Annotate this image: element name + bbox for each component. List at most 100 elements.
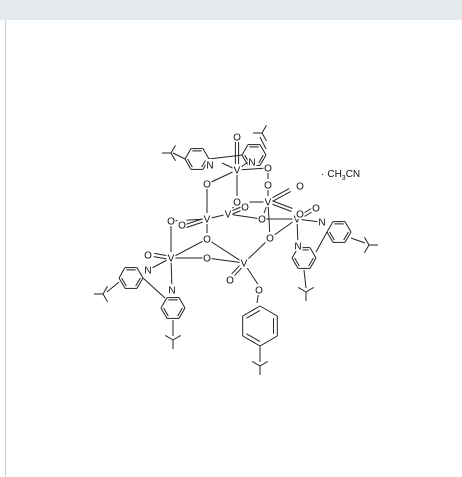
atom-label-bg [247, 156, 257, 167]
left-pyridine-upper-ring-inner [135, 277, 141, 287]
solvate-dot: · [321, 169, 324, 180]
cage-bond [170, 238, 208, 259]
tbutyl-bottom-left [172, 335, 182, 341]
solvate-cn: CN [346, 169, 360, 180]
vo-double-bond [271, 200, 293, 209]
left-pyridine-upper-ring [136, 277, 144, 289]
cyclohexane-ring [242, 335, 261, 347]
atom-label-bg [263, 196, 273, 207]
atom-label-bg [295, 180, 305, 191]
top-pyridine-right-ring [259, 144, 267, 156]
oxygen-bridge: O [266, 234, 274, 245]
cage-bond [206, 257, 245, 264]
right-pyridine-lower-ring [309, 257, 317, 269]
tbutyl-cyclohexane [251, 361, 261, 367]
atom-label-bg [166, 252, 176, 263]
oxo-terminal: O [312, 204, 320, 215]
oxygen-bridge: O [203, 180, 211, 191]
cyclohexane-ring-inner [246, 333, 261, 343]
oxo-terminal: O [296, 210, 304, 221]
tbutyl-lower-right [305, 287, 315, 293]
atom-label-bg [143, 249, 153, 260]
nitrogen-top-left: N [206, 161, 213, 172]
top-pyridine-left-ring [202, 148, 210, 160]
atom-label-bg [295, 208, 305, 219]
atom-label-bg [205, 159, 215, 170]
oxygen-bridge: O [203, 235, 211, 246]
atom-label-bg [293, 240, 303, 251]
oxo-terminal: O [296, 182, 304, 193]
tbutyl-left [102, 293, 108, 303]
left-pyridine-upper-ring [136, 267, 144, 279]
cage-bond [206, 238, 245, 264]
tbutyl-right [364, 236, 370, 246]
tbutyl-top-right [261, 132, 267, 142]
left-border [5, 20, 6, 477]
atom-label-bg [232, 164, 242, 175]
oxo-top: O [233, 133, 241, 144]
oxygen-bridge: O [264, 164, 272, 175]
nitrogen-left-upper: N [144, 266, 151, 277]
atom-label-bg [263, 162, 273, 173]
right-pyridine-lower-ring-inner [294, 257, 300, 267]
atom-label-bg [202, 213, 212, 224]
vanadium-center-left: V [204, 215, 211, 226]
top-pyridine-left-ring [184, 148, 192, 160]
cyclohexane-ring [259, 305, 278, 317]
vanadium-mid: V [265, 198, 272, 209]
left-pyridine-lower-ring [160, 307, 168, 319]
oxygen-bridge: O [258, 215, 266, 226]
atom-label-bg [257, 213, 267, 224]
left-pyridine-lower-ring [160, 297, 168, 309]
solvate-formula: ·CH3CN [321, 169, 360, 182]
tbutyl-right [364, 244, 370, 254]
atom-label-bg [202, 252, 212, 263]
cyclohexane-ring [242, 305, 261, 317]
atom-label-bg [240, 201, 250, 212]
oxo-terminal: O [226, 276, 234, 287]
oxygen-bridge: O [264, 181, 272, 192]
vanadium-top: V [234, 166, 241, 177]
right-pyridine-lower-ring [309, 247, 317, 259]
left-pyridine-lower-ring [178, 307, 186, 319]
atom-label-bg [202, 233, 212, 244]
cage-bond [227, 213, 263, 220]
vanadium-center: V [225, 210, 232, 221]
tbutyl-link [106, 281, 120, 293]
right-pyridine-upper-ring [344, 231, 352, 243]
tbutyl-lower-right [297, 287, 307, 293]
right-pyridine-upper-ring-inner [343, 231, 349, 241]
cage-bond [206, 169, 238, 185]
oxo-terminal: O [178, 221, 186, 232]
left-pyridine-upper-ring-inner [121, 277, 127, 287]
oxygen-bridge: O [233, 198, 241, 209]
nitrogen-top-right: N [248, 158, 255, 169]
right-pyridine-upper-ring [344, 221, 352, 233]
nitrogen-right-upper: N [318, 218, 325, 229]
atom-label-bg [239, 257, 249, 268]
top-pyridine-left-ring-inner [187, 158, 193, 168]
atom-label-bg [311, 202, 321, 213]
tbutyl-cyclohexane [259, 361, 269, 367]
left-pyridine-upper-ring [118, 277, 126, 289]
atom-label-bg [177, 219, 187, 230]
top-pyridine-right-ring-inner [258, 154, 264, 164]
bipyridine-link [315, 231, 328, 253]
cage-bond [236, 167, 269, 171]
atom-label-bg [225, 274, 235, 285]
vanadium-right: V [294, 215, 301, 226]
solvate-ch: CH [327, 169, 341, 180]
oxo-terminal: O [241, 203, 249, 214]
left-pyridine-lower-ring-inner [177, 307, 183, 317]
tbutyl-bottom-left [164, 335, 174, 341]
tbutyl-link [350, 237, 366, 244]
top-pyridine-right-ring [241, 144, 249, 156]
atom-label-bg [232, 196, 242, 207]
top-pyridine-right-ring [259, 154, 267, 166]
left-pyridine-lower-ring [178, 297, 186, 309]
atom-label-bg [263, 179, 273, 190]
right-pyridine-lower-ring-inner [308, 257, 314, 267]
nitrogen-right-lower: N [294, 242, 301, 253]
